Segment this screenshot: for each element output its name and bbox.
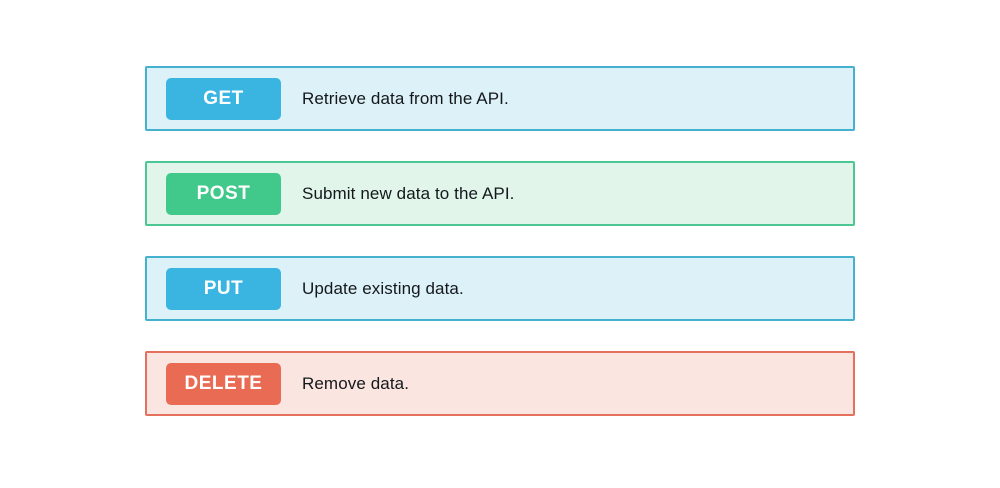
method-description-post: Submit new data to the API. [302, 183, 515, 203]
http-methods-list: GET Retrieve data from the API. POST Sub… [145, 66, 855, 416]
http-method-badge-get: GET [166, 77, 281, 120]
method-row-post: POST Submit new data to the API. [145, 161, 855, 226]
http-method-badge-post: POST [166, 172, 281, 215]
method-row-get: GET Retrieve data from the API. [145, 66, 855, 131]
method-description-delete: Remove data. [302, 373, 410, 393]
method-description-put: Update existing data. [302, 278, 464, 298]
http-method-badge-put: PUT [166, 267, 281, 310]
method-description-get: Retrieve data from the API. [302, 88, 509, 108]
http-method-badge-delete: DELETE [166, 362, 281, 405]
method-row-put: PUT Update existing data. [145, 256, 855, 321]
method-row-delete: DELETE Remove data. [145, 351, 855, 416]
